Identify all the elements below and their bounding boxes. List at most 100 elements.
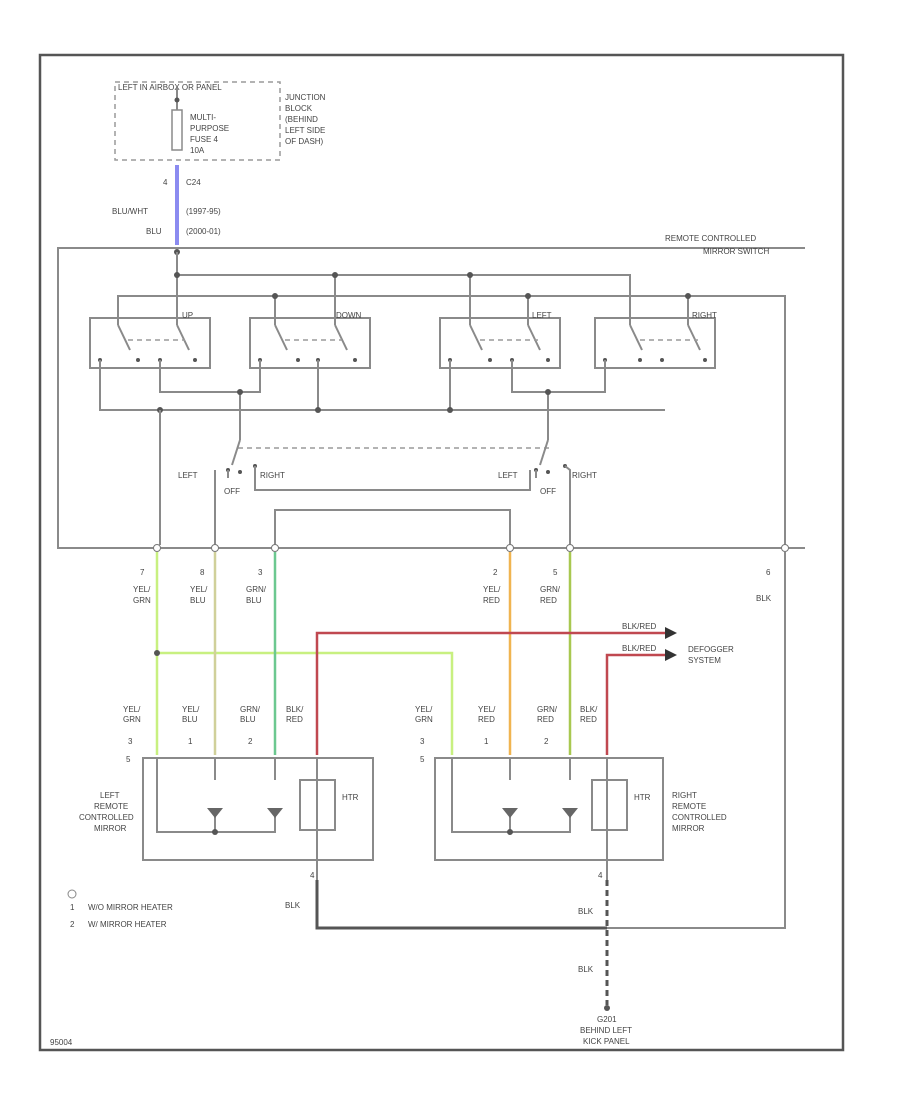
selector-right-off: OFF (540, 487, 556, 496)
switch-left: LEFT (439, 311, 561, 369)
defogger-wire-top: BLK/RED (622, 622, 656, 631)
svg-text:2: 2 (544, 737, 549, 746)
left-mirror-motor (156, 758, 283, 835)
svg-text:RIGHT: RIGHT (672, 791, 697, 800)
switch-right-label: RIGHT (692, 311, 717, 320)
svg-text:RED: RED (286, 715, 303, 724)
legend-text-2: W/ MIRROR HEATER (88, 920, 167, 929)
svg-text:BLU: BLU (182, 715, 198, 724)
defogger-wire-bottom: BLK/RED (622, 644, 656, 653)
svg-text:YEL/: YEL/ (123, 705, 141, 714)
wire-blk-red-left (315, 631, 665, 755)
right-mirror-motor (451, 758, 578, 835)
left-mirror-heater: HTR (299, 758, 359, 880)
svg-text:CONTROLLED: CONTROLLED (79, 813, 134, 822)
right-mirror-heater: HTR (591, 758, 651, 880)
right-mirror-pins: 3 1 2 4 5 (420, 737, 603, 880)
svg-text:JUNCTION: JUNCTION (285, 93, 326, 102)
svg-text:LEFT: LEFT (100, 791, 120, 800)
switch-right: RIGHT (594, 311, 717, 369)
svg-text:4: 4 (310, 871, 315, 880)
switch-title-2: MIRROR SWITCH (703, 247, 769, 256)
ground-point-icon (604, 1005, 610, 1011)
svg-text:RED: RED (540, 596, 557, 605)
left-mirror-wire-labels: YEL/GRN YEL/BLU GRN/BLU BLK/RED (123, 705, 304, 724)
svg-text:6: 6 (766, 568, 771, 577)
svg-text:YEL/: YEL/ (415, 705, 433, 714)
svg-text:GRN: GRN (123, 715, 141, 724)
svg-text:MIRROR: MIRROR (94, 824, 127, 833)
legend-mark-2: 2 (70, 920, 75, 929)
svg-text:5: 5 (553, 568, 558, 577)
ground-location-1: BEHIND LEFT (580, 1026, 632, 1035)
selector-left-left: LEFT (178, 471, 198, 480)
svg-text:GRN/: GRN/ (540, 585, 561, 594)
diagram-frame (38, 53, 845, 1052)
defogger-label-2: SYSTEM (688, 656, 721, 665)
svg-text:OF DASH): OF DASH) (285, 137, 324, 146)
selector-right-left: LEFT (498, 471, 518, 480)
svg-text:FUSE 4: FUSE 4 (190, 135, 219, 144)
pin-label-7: 7 YEL/ GRN (133, 568, 151, 605)
svg-text:GRN: GRN (133, 596, 151, 605)
svg-text:5: 5 (420, 755, 425, 764)
svg-text:PURPOSE: PURPOSE (190, 124, 229, 133)
feed-pin: 4 (163, 178, 168, 187)
svg-text:2: 2 (493, 568, 498, 577)
switch-connector (153, 544, 789, 552)
svg-text:BLU: BLU (240, 715, 256, 724)
right-mirror-label: RIGHT REMOTE CONTROLLED MIRROR (672, 791, 727, 833)
motor-icon (207, 808, 223, 818)
svg-text:REMOTE: REMOTE (672, 802, 706, 811)
svg-text:4: 4 (598, 871, 603, 880)
feed-connector: C24 (186, 178, 201, 187)
switch-down: DOWN (249, 311, 371, 369)
switch-down-label: DOWN (336, 311, 362, 320)
svg-text:BLK/: BLK/ (580, 705, 598, 714)
wire-blk-ground-left (315, 880, 607, 930)
feed-year-2: (2000-01) (186, 227, 221, 236)
fuse-icon (171, 88, 183, 151)
arrow-right-icon (665, 649, 677, 661)
svg-text:BLU: BLU (190, 596, 206, 605)
svg-text:2: 2 (248, 737, 253, 746)
svg-text:BLOCK: BLOCK (285, 104, 313, 113)
switch-title-1: REMOTE CONTROLLED (665, 234, 756, 243)
svg-text:RED: RED (483, 596, 500, 605)
motor-icon (267, 808, 283, 818)
ground-wire-label-1: BLK (285, 901, 301, 910)
pin-label-3: 3 GRN/ BLU (246, 568, 267, 605)
feed-color-1: BLU/WHT (112, 207, 148, 216)
svg-text:3: 3 (258, 568, 263, 577)
wire-blk-red-right (605, 653, 665, 755)
fuse-box-outline (114, 81, 281, 161)
svg-text:YEL/: YEL/ (133, 585, 151, 594)
wire-yel-grn-cross (157, 651, 454, 755)
svg-text:YEL/: YEL/ (190, 585, 208, 594)
feed-year-1: (1997-95) (186, 207, 221, 216)
svg-text:YEL/: YEL/ (478, 705, 496, 714)
svg-text:REMOTE: REMOTE (94, 802, 128, 811)
svg-text:BLU: BLU (246, 596, 262, 605)
pin-label-2: 2 YEL/ RED (483, 568, 501, 605)
svg-text:GRN/: GRN/ (246, 585, 267, 594)
svg-text:CONTROLLED: CONTROLLED (672, 813, 727, 822)
svg-text:GRN/: GRN/ (240, 705, 261, 714)
svg-text:RED: RED (478, 715, 495, 724)
svg-text:7: 7 (140, 568, 145, 577)
svg-text:3: 3 (420, 737, 425, 746)
switch-up-label: UP (182, 311, 193, 320)
selector-right-right: RIGHT (572, 471, 597, 480)
ground-wire-label-3: BLK (578, 965, 594, 974)
svg-text:10A: 10A (190, 146, 205, 155)
svg-text:RED: RED (580, 715, 597, 724)
junction-block-label: JUNCTION BLOCK (BEHIND LEFT SIDE OF DASH… (285, 93, 326, 146)
left-mirror-label: LEFT REMOTE CONTROLLED MIRROR (79, 791, 134, 833)
svg-text:LEFT SIDE: LEFT SIDE (285, 126, 325, 135)
pin-label-6: 6 BLK (756, 568, 772, 603)
fuse-label: MULTI- PURPOSE FUSE 4 10A (190, 113, 229, 155)
svg-text:BLK: BLK (756, 594, 772, 603)
switch-left-label: LEFT (532, 311, 552, 320)
ground-wire-label-2: BLK (578, 907, 594, 916)
